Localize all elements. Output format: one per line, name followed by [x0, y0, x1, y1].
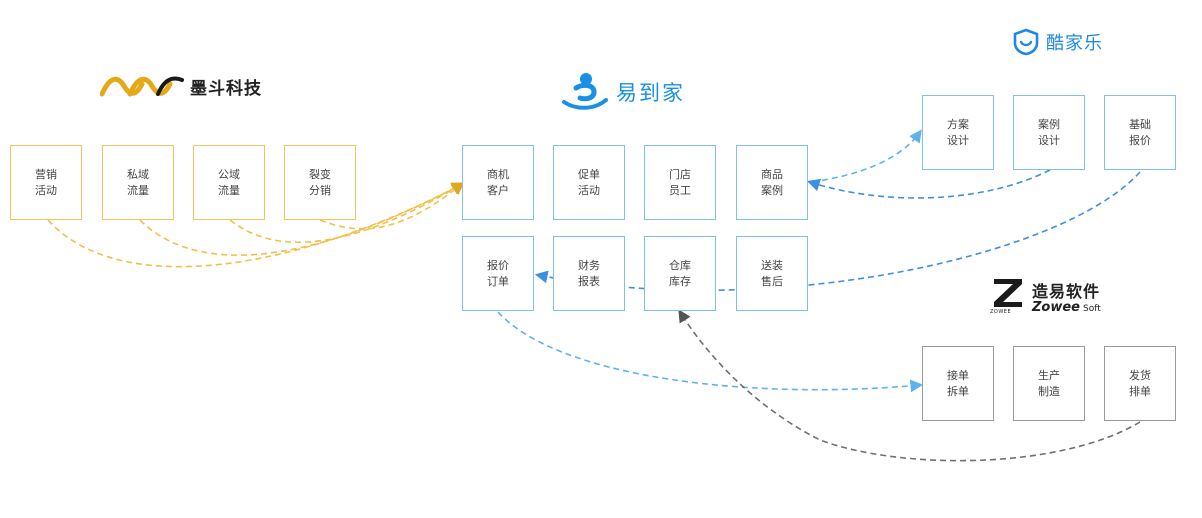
center-box-promotion: 促单 活动: [553, 145, 625, 220]
box-label: 私域 流量: [127, 167, 149, 197]
box-label: 促单 活动: [578, 167, 600, 197]
center-box-finance-report: 财务 报表: [553, 236, 625, 311]
zowee-box-order-split: 接单 拆单: [922, 346, 994, 421]
box-label: 门店 员工: [669, 167, 691, 197]
connector-private-traffic-to-opportunity: [139, 182, 465, 256]
center-box-opportunity-customer: 商机 客户: [462, 145, 534, 220]
modou-box-fission: 裂变 分销: [284, 145, 356, 220]
zowee-english-word: Zowee: [1032, 300, 1081, 315]
box-label: 商机 客户: [487, 167, 509, 197]
box-label: 基础 报价: [1129, 117, 1151, 147]
zowee-box-shipping-schedule: 发货 排单: [1104, 346, 1176, 421]
zowee-box-production: 生产 制造: [1013, 346, 1085, 421]
center-box-warehouse-stock: 仓库 库存: [644, 236, 716, 311]
modou-box-public-traffic: 公域 流量: [193, 145, 265, 220]
zowee-z-logo-icon: [994, 279, 1022, 307]
center-box-quote-order: 报价 订单: [462, 236, 534, 311]
box-label: 接单 拆单: [947, 368, 969, 398]
box-label: 营销 活动: [35, 167, 57, 197]
kujiale-box-scheme-design: 方案 设计: [922, 95, 994, 170]
box-label: 送装 售后: [761, 258, 783, 288]
box-label: 裂变 分销: [309, 167, 331, 197]
box-label: 商品 案例: [761, 167, 783, 197]
modou-box-marketing: 营销 活动: [10, 145, 82, 220]
kujiale-box-base-quote: 基础 报价: [1104, 95, 1176, 170]
center-box-delivery-aftersales: 送装 售后: [736, 236, 808, 311]
zowee-soft-word: Soft: [1083, 304, 1101, 314]
yidaojia-logo: 易到家: [560, 72, 685, 112]
modou-logo-text: 墨斗科技: [190, 78, 262, 99]
connector-marketing-to-opportunity: [47, 182, 465, 268]
connector-quote-order-to-order-split: [497, 311, 924, 393]
box-label: 案例 设计: [1038, 117, 1060, 147]
box-label: 方案 设计: [947, 117, 969, 147]
box-label: 发货 排单: [1129, 368, 1151, 398]
center-box-product-case: 商品 案例: [736, 145, 808, 220]
connector-case-design-to-product-case: [806, 169, 1051, 199]
connector-product-case-to-scheme-design: [811, 129, 922, 183]
kujiale-logo-text: 酷家乐: [1046, 33, 1103, 54]
zowee-mark-subtext: ZOWEE: [990, 309, 1012, 315]
box-label: 生产 制造: [1038, 368, 1060, 398]
kujiale-logo: 酷家乐: [1012, 28, 1103, 56]
connector-base-quote-to-quote-order: [534, 171, 1141, 292]
box-label: 财务 报表: [578, 258, 600, 288]
connector-public-traffic-to-opportunity: [229, 182, 465, 243]
box-label: 公域 流量: [218, 167, 240, 197]
center-box-store-staff: 门店 员工: [644, 145, 716, 220]
connector-fission-to-opportunity: [319, 182, 465, 230]
modou-wave-logo-icon: [100, 76, 184, 97]
yidaojia-person-logo-icon: [562, 73, 608, 110]
kujiale-box-case-design: 案例 设计: [1013, 95, 1085, 170]
box-label: 报价 订单: [487, 258, 509, 288]
box-label: 仓库 库存: [669, 258, 691, 288]
kujiale-shield-smile-icon: [1013, 28, 1039, 56]
zowee-logo-text: 造易软件: [1032, 282, 1101, 301]
connector-shipping-to-warehouse: [678, 309, 1141, 462]
modou-box-private-traffic: 私域 流量: [102, 145, 174, 220]
yidaojia-logo-text: 易到家: [616, 81, 685, 105]
modou-logo: 墨斗科技: [100, 72, 262, 100]
